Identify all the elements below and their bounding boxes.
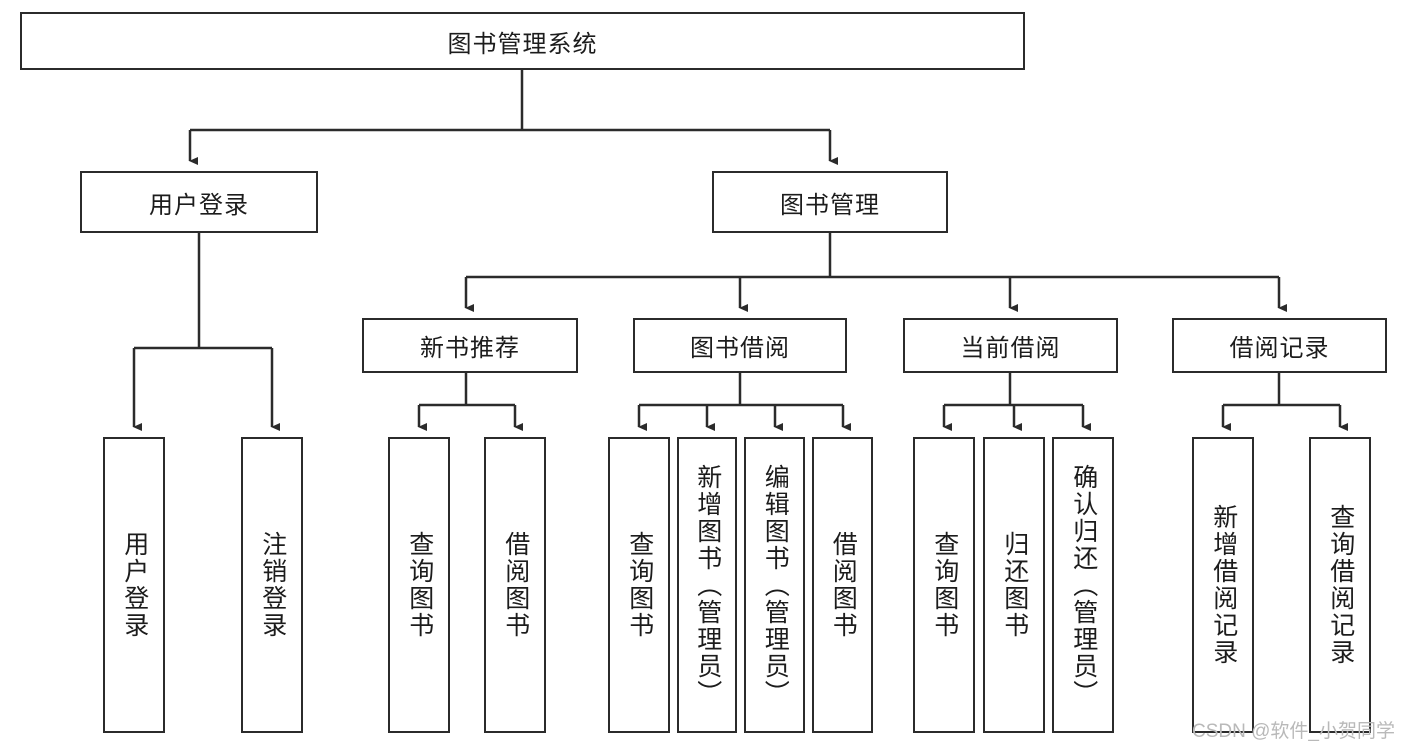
node-label: 当前借阅 — [960, 335, 1061, 362]
node-leaf-add-borrow-record[interactable]: 新增借阅记录 — [1192, 437, 1254, 733]
node-leaf-query-book-current[interactable]: 查询图书 — [913, 437, 975, 733]
node-label: 图书管理系统 — [447, 30, 598, 58]
connector-lines — [132, 70, 1348, 431]
node-leaf-add-book[interactable]: 新增图书（管理员） — [677, 437, 737, 733]
node-user-login[interactable]: 用户登录 — [80, 171, 318, 233]
node-label: 用户登录 — [149, 191, 249, 219]
node-new-book-recommend[interactable]: 新书推荐 — [362, 318, 578, 373]
node-label: 新书推荐 — [420, 335, 520, 362]
node-label: 查询借阅记录 — [1326, 504, 1355, 666]
node-leaf-query-borrow-record[interactable]: 查询借阅记录 — [1309, 437, 1371, 733]
node-label: 新增图书（管理员） — [693, 463, 722, 707]
node-leaf-query-book-recommend[interactable]: 查询图书 — [388, 437, 450, 733]
node-leaf-borrow-book-recommend[interactable]: 借阅图书 — [484, 437, 546, 733]
node-label: 查询图书 — [405, 531, 434, 639]
node-label: 归还图书 — [1000, 531, 1029, 639]
node-label: 图书借阅 — [690, 335, 790, 362]
node-current-borrow[interactable]: 当前借阅 — [903, 318, 1118, 373]
node-book-management[interactable]: 图书管理 — [712, 171, 948, 233]
node-leaf-borrow-book[interactable]: 借阅图书 — [812, 437, 873, 733]
node-borrow-records[interactable]: 借阅记录 — [1172, 318, 1387, 373]
watermark-text: CSDN @软件_小贺同学 — [1192, 721, 1395, 742]
node-label: 查询图书 — [930, 531, 959, 639]
node-label: 新增借阅记录 — [1209, 504, 1238, 666]
node-label: 注销登录 — [258, 531, 287, 639]
node-label: 借阅记录 — [1229, 335, 1330, 362]
node-leaf-return-book[interactable]: 归还图书 — [983, 437, 1045, 733]
node-label: 借阅图书 — [829, 531, 858, 639]
node-label: 确认归还（管理员） — [1069, 463, 1098, 707]
node-leaf-logout-login[interactable]: 注销登录 — [241, 437, 303, 733]
node-label: 查询图书 — [625, 531, 654, 639]
node-leaf-edit-book[interactable]: 编辑图书（管理员） — [744, 437, 805, 733]
node-label: 用户登录 — [120, 531, 149, 639]
node-label: 图书管理 — [780, 191, 880, 219]
node-leaf-confirm-return[interactable]: 确认归还（管理员） — [1052, 437, 1114, 733]
node-label: 借阅图书 — [501, 531, 530, 639]
node-leaf-user-login[interactable]: 用户登录 — [103, 437, 165, 733]
node-label: 编辑图书（管理员） — [761, 463, 790, 707]
node-leaf-query-book-borrow[interactable]: 查询图书 — [608, 437, 670, 733]
node-book-borrow[interactable]: 图书借阅 — [633, 318, 847, 373]
node-root[interactable]: 图书管理系统 — [20, 12, 1025, 70]
